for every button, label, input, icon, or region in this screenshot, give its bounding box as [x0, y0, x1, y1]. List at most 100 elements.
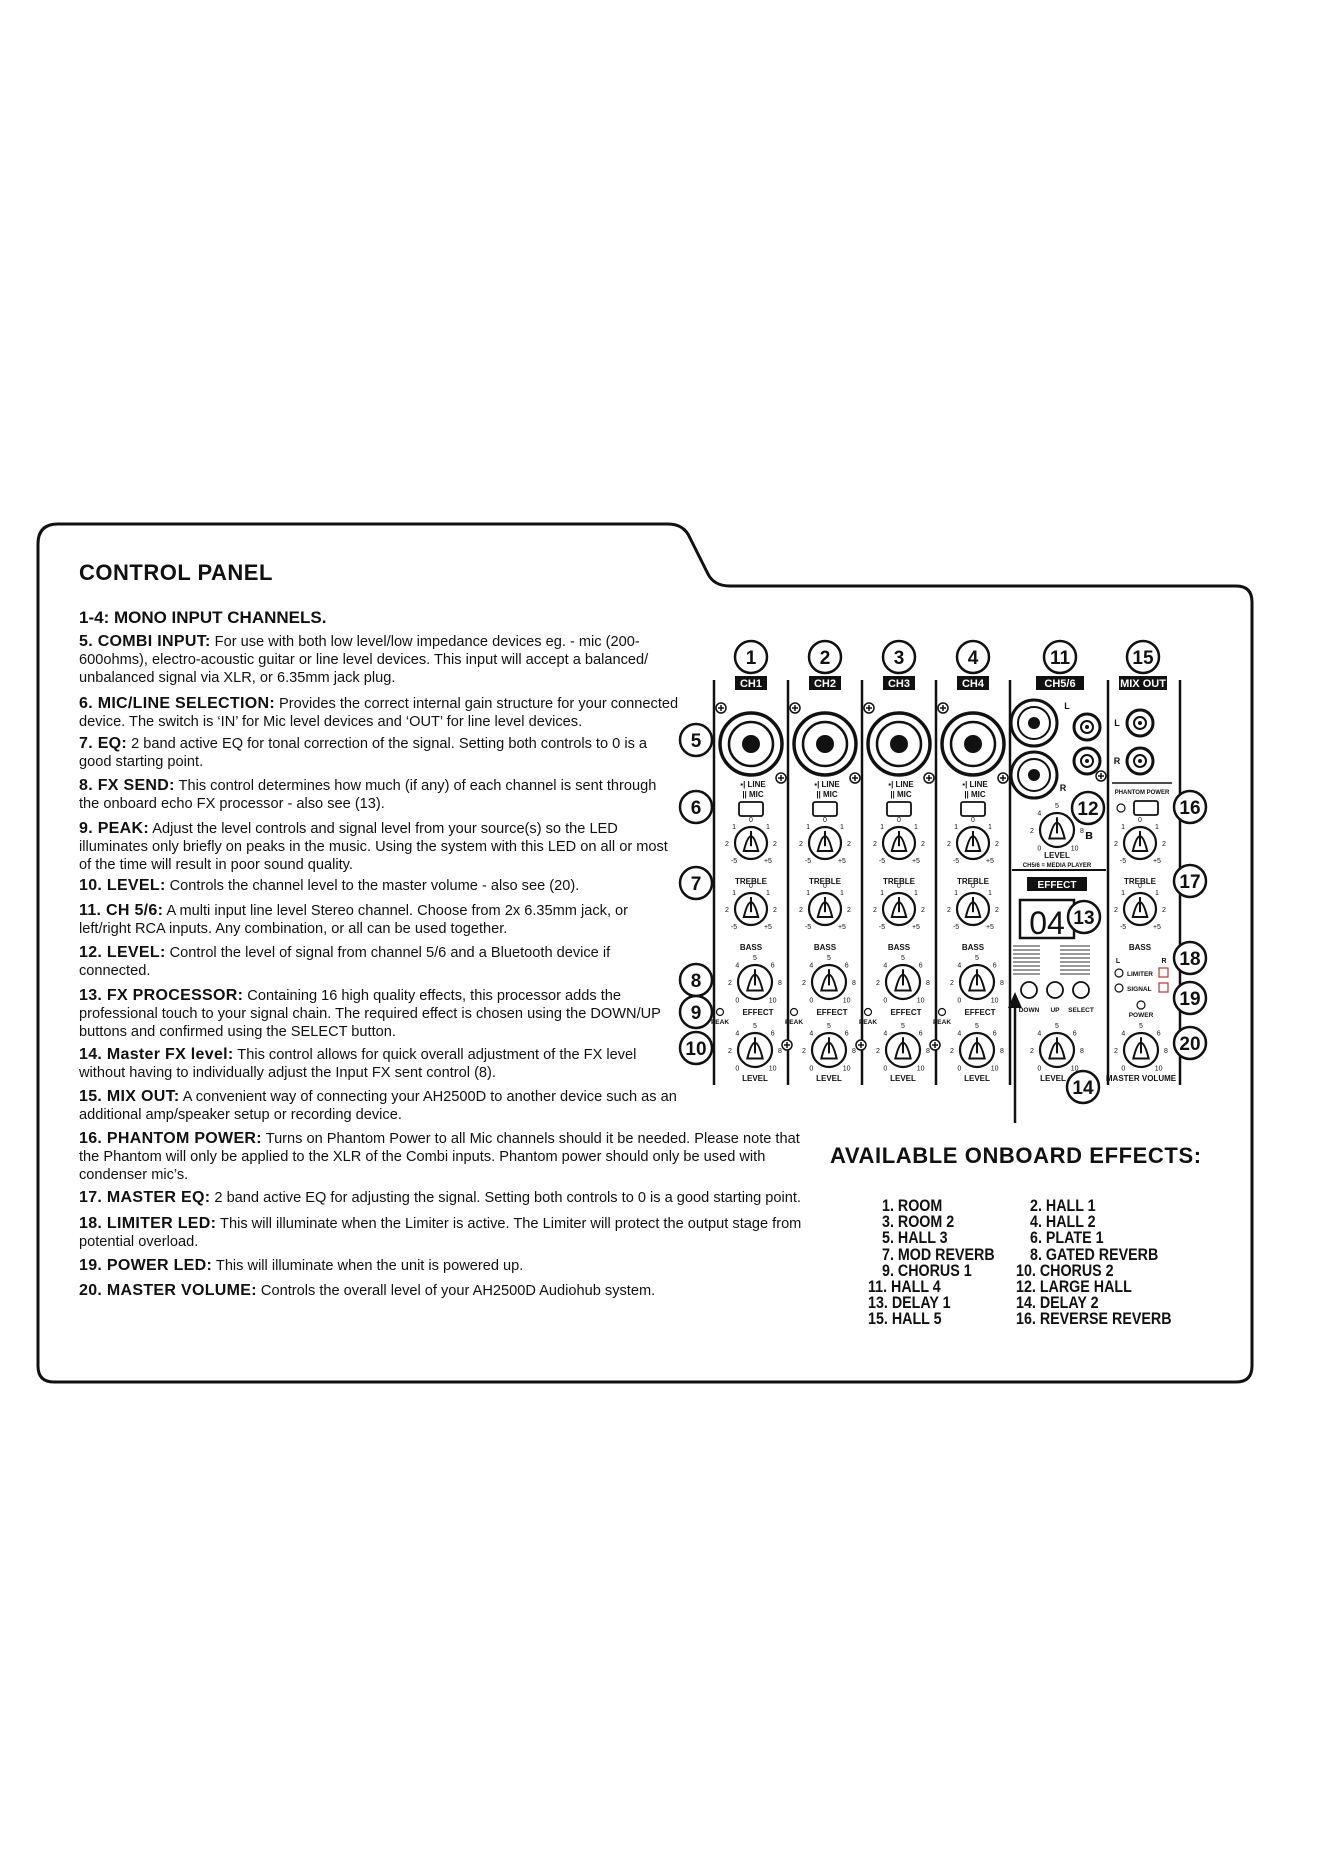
bass-tick: +5 [912, 924, 920, 931]
level-tick: 0 [735, 1066, 739, 1073]
effect-tick: 2 [728, 980, 732, 987]
description-text: This control determines how much (if any… [79, 778, 657, 812]
treble-tick: 2 [873, 841, 877, 848]
effect-tick: 0 [957, 998, 961, 1005]
level-label: LEVEL [964, 1074, 990, 1083]
effect-item: 7. MOD REVERB [882, 1244, 995, 1264]
bass-tick: -5 [953, 924, 959, 931]
bass-tick: 0 [823, 883, 827, 890]
description-label: 11. CH 5/6: [79, 902, 164, 919]
ch56-level-knob [1038, 811, 1076, 849]
effect-tick: 0 [735, 998, 739, 1005]
description-text: A convenient way of connecting your AH25… [79, 1089, 677, 1123]
treble-tick: 1 [914, 824, 918, 831]
master-bass-label: BASS [1129, 943, 1152, 952]
treble-tick: -5 [953, 858, 959, 865]
callout-4-label: 4 [968, 648, 979, 669]
treble-tick: +5 [764, 858, 772, 865]
bass-tick: 2 [773, 907, 777, 914]
master-volume-knob [1122, 1031, 1160, 1069]
treble-tick: 0 [897, 817, 901, 824]
description-label: 19. POWER LED: [79, 1257, 213, 1274]
fx-button-label: UP [1050, 1007, 1060, 1014]
description-item: 5. COMBI INPUT: For use with both low le… [79, 633, 679, 687]
bass-tick: 0 [897, 883, 901, 890]
callout-4 [955, 639, 991, 675]
channel-tab [1036, 676, 1084, 690]
mixout-r-label: R [1114, 756, 1121, 766]
level-tick: 5 [753, 1023, 757, 1030]
effect-item: 13. DELAY 1 [868, 1293, 951, 1313]
effect-tick: 6 [919, 962, 923, 969]
level-tick: 10 [769, 1066, 777, 1073]
level-tick: 10 [917, 1066, 925, 1073]
mfx-tick: 2 [1030, 1048, 1034, 1055]
mfx-tick: 8 [1080, 1048, 1084, 1055]
peak-led [937, 1007, 947, 1017]
callout-15 [1125, 639, 1161, 675]
power-label: POWER [1129, 1012, 1154, 1019]
level-tick: 4 [883, 1030, 887, 1037]
description-label: 14. Master FX level: [79, 1046, 234, 1063]
treble-knob [881, 825, 917, 861]
bass-tick: +5 [764, 924, 772, 931]
callout-3-label: 3 [894, 648, 905, 669]
ch56-jack-r-hole [1028, 769, 1040, 781]
description-text: Control the level of signal from channel… [79, 945, 611, 979]
callout-17-label: 17 [1179, 872, 1200, 893]
callout-2 [807, 639, 843, 675]
callout-16 [1172, 789, 1208, 825]
ch56-tick: 2 [1030, 828, 1034, 835]
callout-19-label: 19 [1179, 989, 1200, 1010]
combi-input-hole [742, 735, 760, 753]
callout-1-label: 1 [746, 648, 757, 669]
level-tick: 10 [843, 1066, 851, 1073]
callout-5 [678, 722, 714, 758]
bass-tick: 0 [749, 883, 753, 890]
callout-6-label: 6 [691, 798, 702, 819]
treble-tick: +5 [986, 858, 994, 865]
effect-send-knob [736, 963, 774, 1001]
callout-18-label: 18 [1179, 949, 1200, 970]
fx-button-down [1020, 981, 1038, 999]
bass-tick: 2 [995, 907, 999, 914]
description-text: Provides the correct internal gain struc… [79, 696, 679, 730]
callout-12 [1070, 790, 1106, 826]
effect-label: EFFECT [816, 1008, 847, 1017]
treble-tick: 0 [823, 817, 827, 824]
treble-label: TREBLE [957, 877, 990, 886]
treble-tick: 1 [732, 824, 736, 831]
channel-label: CH2 [814, 678, 836, 690]
level-knob [736, 1031, 774, 1069]
treble-tick: 1 [988, 824, 992, 831]
mbass-tick: 1 [1155, 890, 1159, 897]
treble-knob [733, 825, 769, 861]
level-tick: 4 [957, 1030, 961, 1037]
treble-tick: 1 [954, 824, 958, 831]
description-label: 16. PHANTOM POWER: [79, 1130, 262, 1147]
effect-item: 2. HALL 1 [1030, 1196, 1096, 1215]
ch56-r-label: R [1060, 783, 1067, 793]
effect-tick: 8 [1000, 980, 1004, 987]
effect-tick: 5 [827, 955, 831, 962]
mic-label: || MIC [742, 790, 764, 799]
phantom-power-label: PHANTOM POWER [1115, 790, 1170, 796]
bass-tick: 1 [766, 890, 770, 897]
mtreble-tick: +5 [1153, 858, 1161, 865]
treble-label: TREBLE [883, 877, 916, 886]
callout-6 [678, 789, 714, 825]
effect-tick: 4 [957, 962, 961, 969]
description-label: 15. MIX OUT: [79, 1088, 180, 1105]
master-fx-knob [1038, 1031, 1076, 1069]
mbass-tick: -5 [1120, 924, 1126, 931]
peak-label: PEAK [711, 1019, 729, 1026]
fx-button-label: DOWN [1019, 1007, 1040, 1014]
effect-label: EFFECT [964, 1008, 995, 1017]
effect-tick: 10 [843, 998, 851, 1005]
description-item: 13. FX PROCESSOR: Containing 16 high qua… [79, 987, 679, 1041]
description-item: 11. CH 5/6: A multi input line level Ste… [79, 902, 679, 938]
level-tick: 2 [950, 1048, 954, 1055]
combi-input-hole [816, 735, 834, 753]
